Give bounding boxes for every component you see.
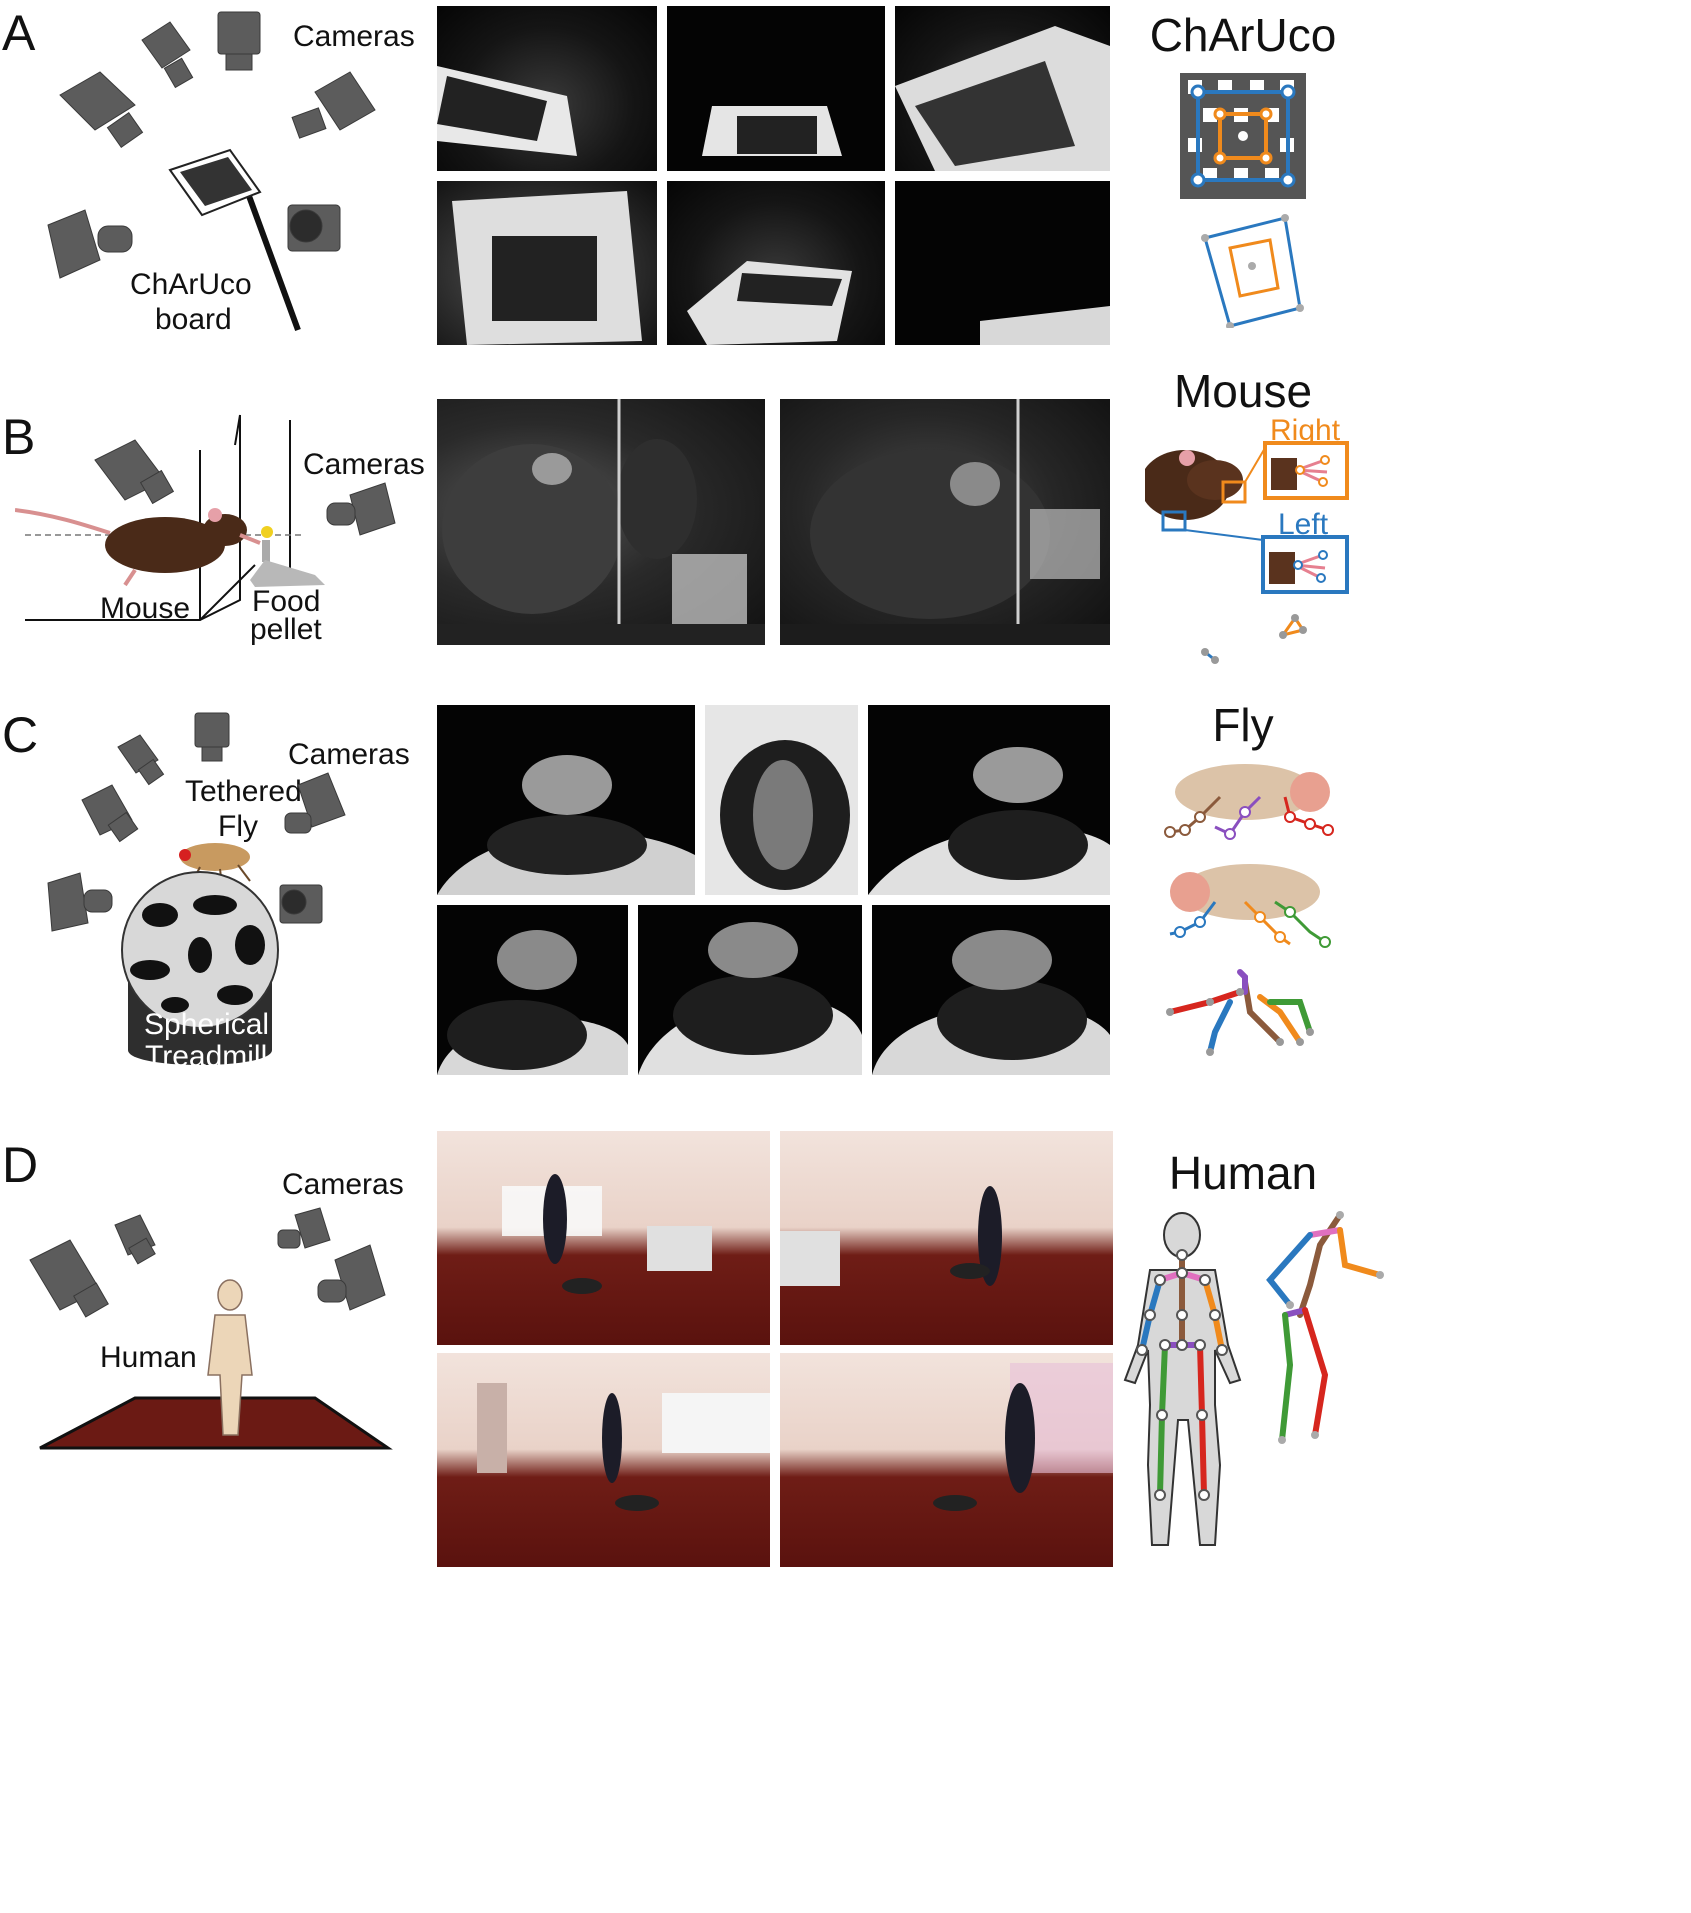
panel-letter-d: D [2, 1137, 39, 1193]
panel-c-camera-view-3 [868, 705, 1110, 895]
camera-icon [287, 204, 341, 252]
panel-c-camera-view-5 [638, 905, 862, 1075]
panel-d-human-label: Human [100, 1341, 197, 1374]
panel-a-camera-view-6 [895, 181, 1110, 345]
panel-c-camera-view-6 [872, 905, 1110, 1075]
panel-b-food-label-line2: pellet [250, 613, 322, 646]
panel-c-fly-skeleton-diagram [1164, 764, 1334, 1056]
panel-a-title: ChArUco [1149, 9, 1337, 61]
camera-icon [59, 71, 144, 148]
panel-letter-b: B [2, 409, 36, 465]
camera-icon [94, 439, 175, 505]
panel-a-camera-view-5 [667, 181, 885, 345]
panel-b-food-label-line1: Food [252, 585, 321, 618]
camera-icon [114, 1214, 156, 1265]
panel-c-camera-view-4 [437, 905, 628, 1075]
panel-a-charuco-diagram [1180, 73, 1306, 328]
camera-icon [47, 872, 113, 932]
panel-b-camera-view-2 [780, 399, 1110, 645]
panel-d-camera-view-1 [437, 1131, 770, 1345]
food-pellet-icon [250, 526, 325, 587]
camera-icon [194, 712, 230, 762]
charuco-board-icon [168, 148, 301, 332]
panel-c-title: Fly [1212, 699, 1274, 751]
panel-a-setup-schematic [47, 11, 376, 332]
panel-c-fly-label-line1: Tethered [185, 775, 302, 808]
panel-c-camera-view-2 [705, 705, 858, 895]
mouse-icon [15, 508, 261, 587]
panel-c-treadmill-label-line2: Treadmill [145, 1040, 268, 1073]
camera-icon [291, 71, 376, 139]
camera-icon [81, 784, 139, 843]
camera-icon [277, 1207, 331, 1249]
panel-c-cameras-label: Cameras [288, 738, 410, 771]
panel-c-setup-schematic [47, 712, 346, 1065]
camera-icon [117, 734, 165, 786]
camera-icon [217, 11, 261, 71]
human-icon [1123, 1212, 1242, 1546]
panel-a-camera-view-4 [437, 181, 657, 345]
panel-a-camera-view-3 [895, 6, 1110, 171]
panel-d-cameras-label: Cameras [282, 1168, 404, 1201]
panel-d-setup-schematic [29, 1207, 393, 1450]
panel-a-cameras-label: Cameras [293, 20, 415, 53]
camera-icon [29, 1239, 109, 1318]
camera-icon [317, 1244, 386, 1311]
panel-c-fly-label-line2: Fly [218, 810, 258, 843]
human-icon [207, 1279, 253, 1436]
camera-icon [326, 482, 396, 536]
panel-d-camera-view-2 [780, 1131, 1113, 1345]
panel-b-camera-view-1 [437, 399, 765, 645]
camera-icon [141, 21, 194, 89]
panel-b-mouse-diagram [1145, 441, 1349, 664]
panel-d-human-skeleton-diagram [1123, 1211, 1384, 1546]
camera-icon [47, 209, 133, 279]
treadmill-icon [121, 871, 279, 1065]
panel-letter-a: A [2, 5, 36, 61]
panel-d-camera-view-3 [437, 1353, 770, 1567]
panel-c-camera-view-1 [437, 705, 695, 895]
panel-a-camera-view-2 [667, 6, 885, 171]
camera-icon [284, 772, 346, 834]
panel-a-board-label-line2: board [155, 303, 232, 336]
panel-b-cameras-label: Cameras [303, 448, 425, 481]
panel-letter-c: C [2, 707, 39, 763]
panel-a-board-label-line1: ChArUco [130, 268, 252, 301]
panel-b-setup-schematic [15, 414, 396, 621]
panel-a-camera-view-1 [437, 6, 657, 171]
panel-b-title: Mouse [1173, 365, 1313, 417]
panel-d-title: Human [1168, 1147, 1318, 1199]
camera-icon [279, 884, 323, 924]
panel-d-camera-view-4 [780, 1353, 1113, 1567]
panel-c-treadmill-label-line1: Spherical [144, 1008, 270, 1041]
